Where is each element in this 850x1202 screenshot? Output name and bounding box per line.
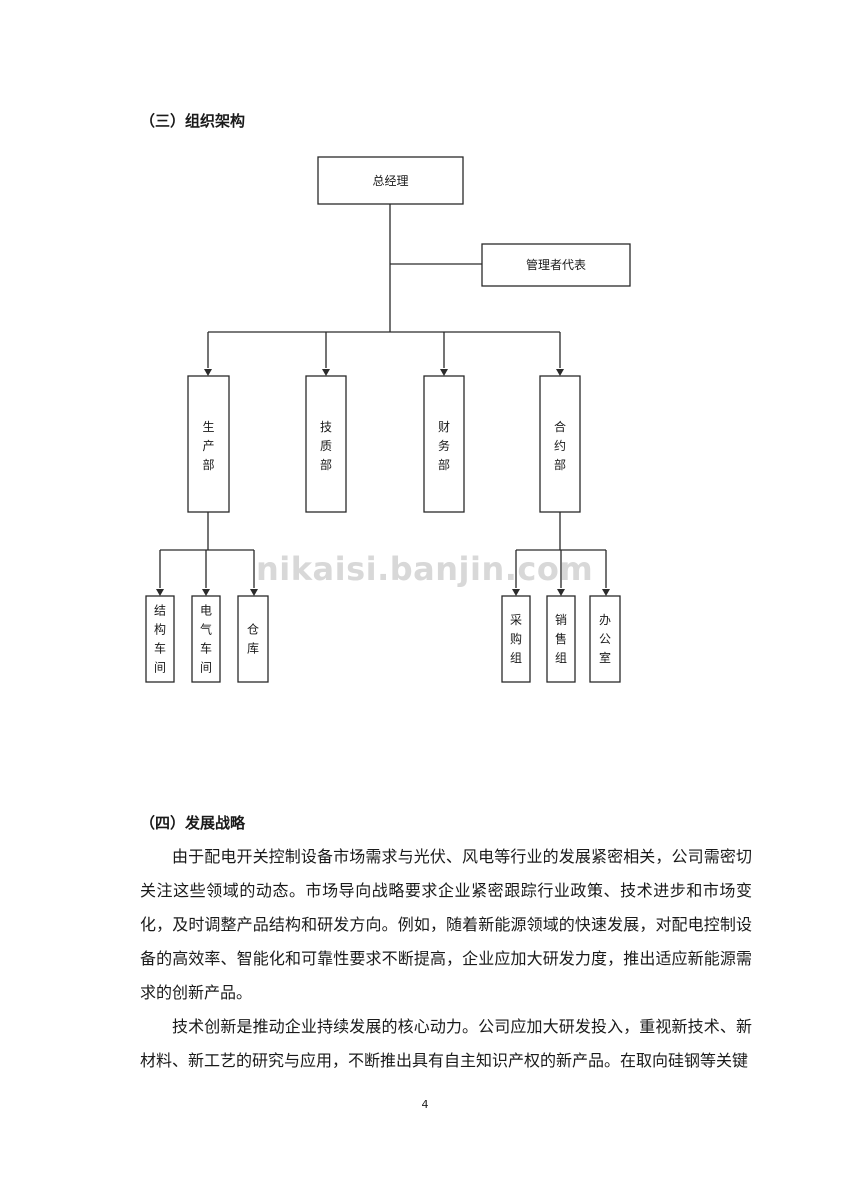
org-node-dept-production-box (187, 375, 230, 513)
arrow-dept-1 (204, 369, 212, 376)
arrow-dept-2 (322, 369, 330, 376)
org-node-ceo: 总经理 (317, 156, 464, 205)
arrow-sub-4 (512, 589, 520, 596)
arrow-dept-4 (556, 369, 564, 376)
arrow-dept-3 (440, 369, 448, 376)
strategy-paragraph-1: 由于配电开关控制设备市场需求与光伏、风电等行业的发展紧密相关，公司需密切关注这些… (140, 847, 752, 1002)
org-node-warehouse-box (237, 595, 269, 683)
section-heading-strategy: （四）发展战略 (140, 814, 246, 832)
arrow-sub-6 (602, 589, 610, 596)
watermark: nikaisi.banjin.com (256, 550, 594, 588)
arrow-sub-1 (156, 589, 164, 596)
org-node-structure-workshop-box (145, 595, 175, 683)
org-node-dept-contracts-box (539, 375, 581, 513)
org-node-dept-tech-quality-label: 技质部 (320, 420, 332, 472)
org-node-sales-label: 销售组 (555, 613, 567, 665)
org-node-ceo-box (317, 156, 464, 205)
org-node-structure-workshop-label: 结构车间 (154, 604, 166, 675)
org-node-warehouse: 仓库 (237, 595, 269, 683)
arrow-sub-3 (250, 589, 258, 596)
org-node-rep-box (481, 243, 631, 287)
org-node-dept-finance-box (423, 375, 465, 513)
org-node-dept-contracts-label: 合约部 (554, 419, 566, 472)
org-node-electrical-workshop-label: 电气车间 (200, 604, 212, 675)
org-node-office-box (589, 595, 621, 683)
org-node-sales-box (546, 595, 576, 683)
org-node-dept-tech-quality-box (305, 375, 347, 513)
org-node-dept-tech-quality: 技质部 (305, 375, 347, 513)
org-node-office: 办公室 (589, 595, 621, 683)
org-node-purchasing: 采购组 (501, 595, 531, 683)
arrow-sub-2 (202, 589, 210, 596)
org-node-rep: 管理者代表 (481, 243, 631, 287)
org-chart: 总经理 管理者代表 生产部 技质部 财务部 合约部 结构车间 (145, 156, 631, 683)
org-node-office-label: 办公室 (599, 612, 611, 665)
arrow-sub-5 (557, 589, 565, 596)
org-node-rep-label: 管理者代表 (526, 257, 586, 272)
org-node-dept-production: 生产部 (187, 375, 230, 513)
org-node-electrical-workshop: 电气车间 (191, 595, 221, 683)
strategy-paragraph-2: 技术创新是推动企业持续发展的核心动力。公司应加大研发投入，重视新技术、新材料、新… (140, 1017, 752, 1070)
org-node-dept-finance: 财务部 (423, 375, 465, 513)
org-node-dept-contracts: 合约部 (539, 375, 581, 513)
org-node-dept-finance-label: 财务部 (438, 420, 450, 472)
org-chart-connectors (156, 204, 610, 596)
org-node-ceo-label: 总经理 (372, 174, 408, 188)
page-number: 4 (421, 1098, 429, 1111)
org-node-electrical-workshop-box (191, 595, 221, 683)
org-node-warehouse-label: 仓库 (247, 623, 259, 656)
org-node-dept-production-label: 生产部 (202, 420, 214, 472)
org-node-purchasing-box (501, 595, 531, 683)
org-node-structure-workshop: 结构车间 (145, 595, 175, 683)
section-heading-org-structure: （三）组织架构 (140, 112, 246, 130)
org-node-purchasing-label: 采购组 (510, 613, 522, 665)
org-node-sales: 销售组 (546, 595, 576, 683)
